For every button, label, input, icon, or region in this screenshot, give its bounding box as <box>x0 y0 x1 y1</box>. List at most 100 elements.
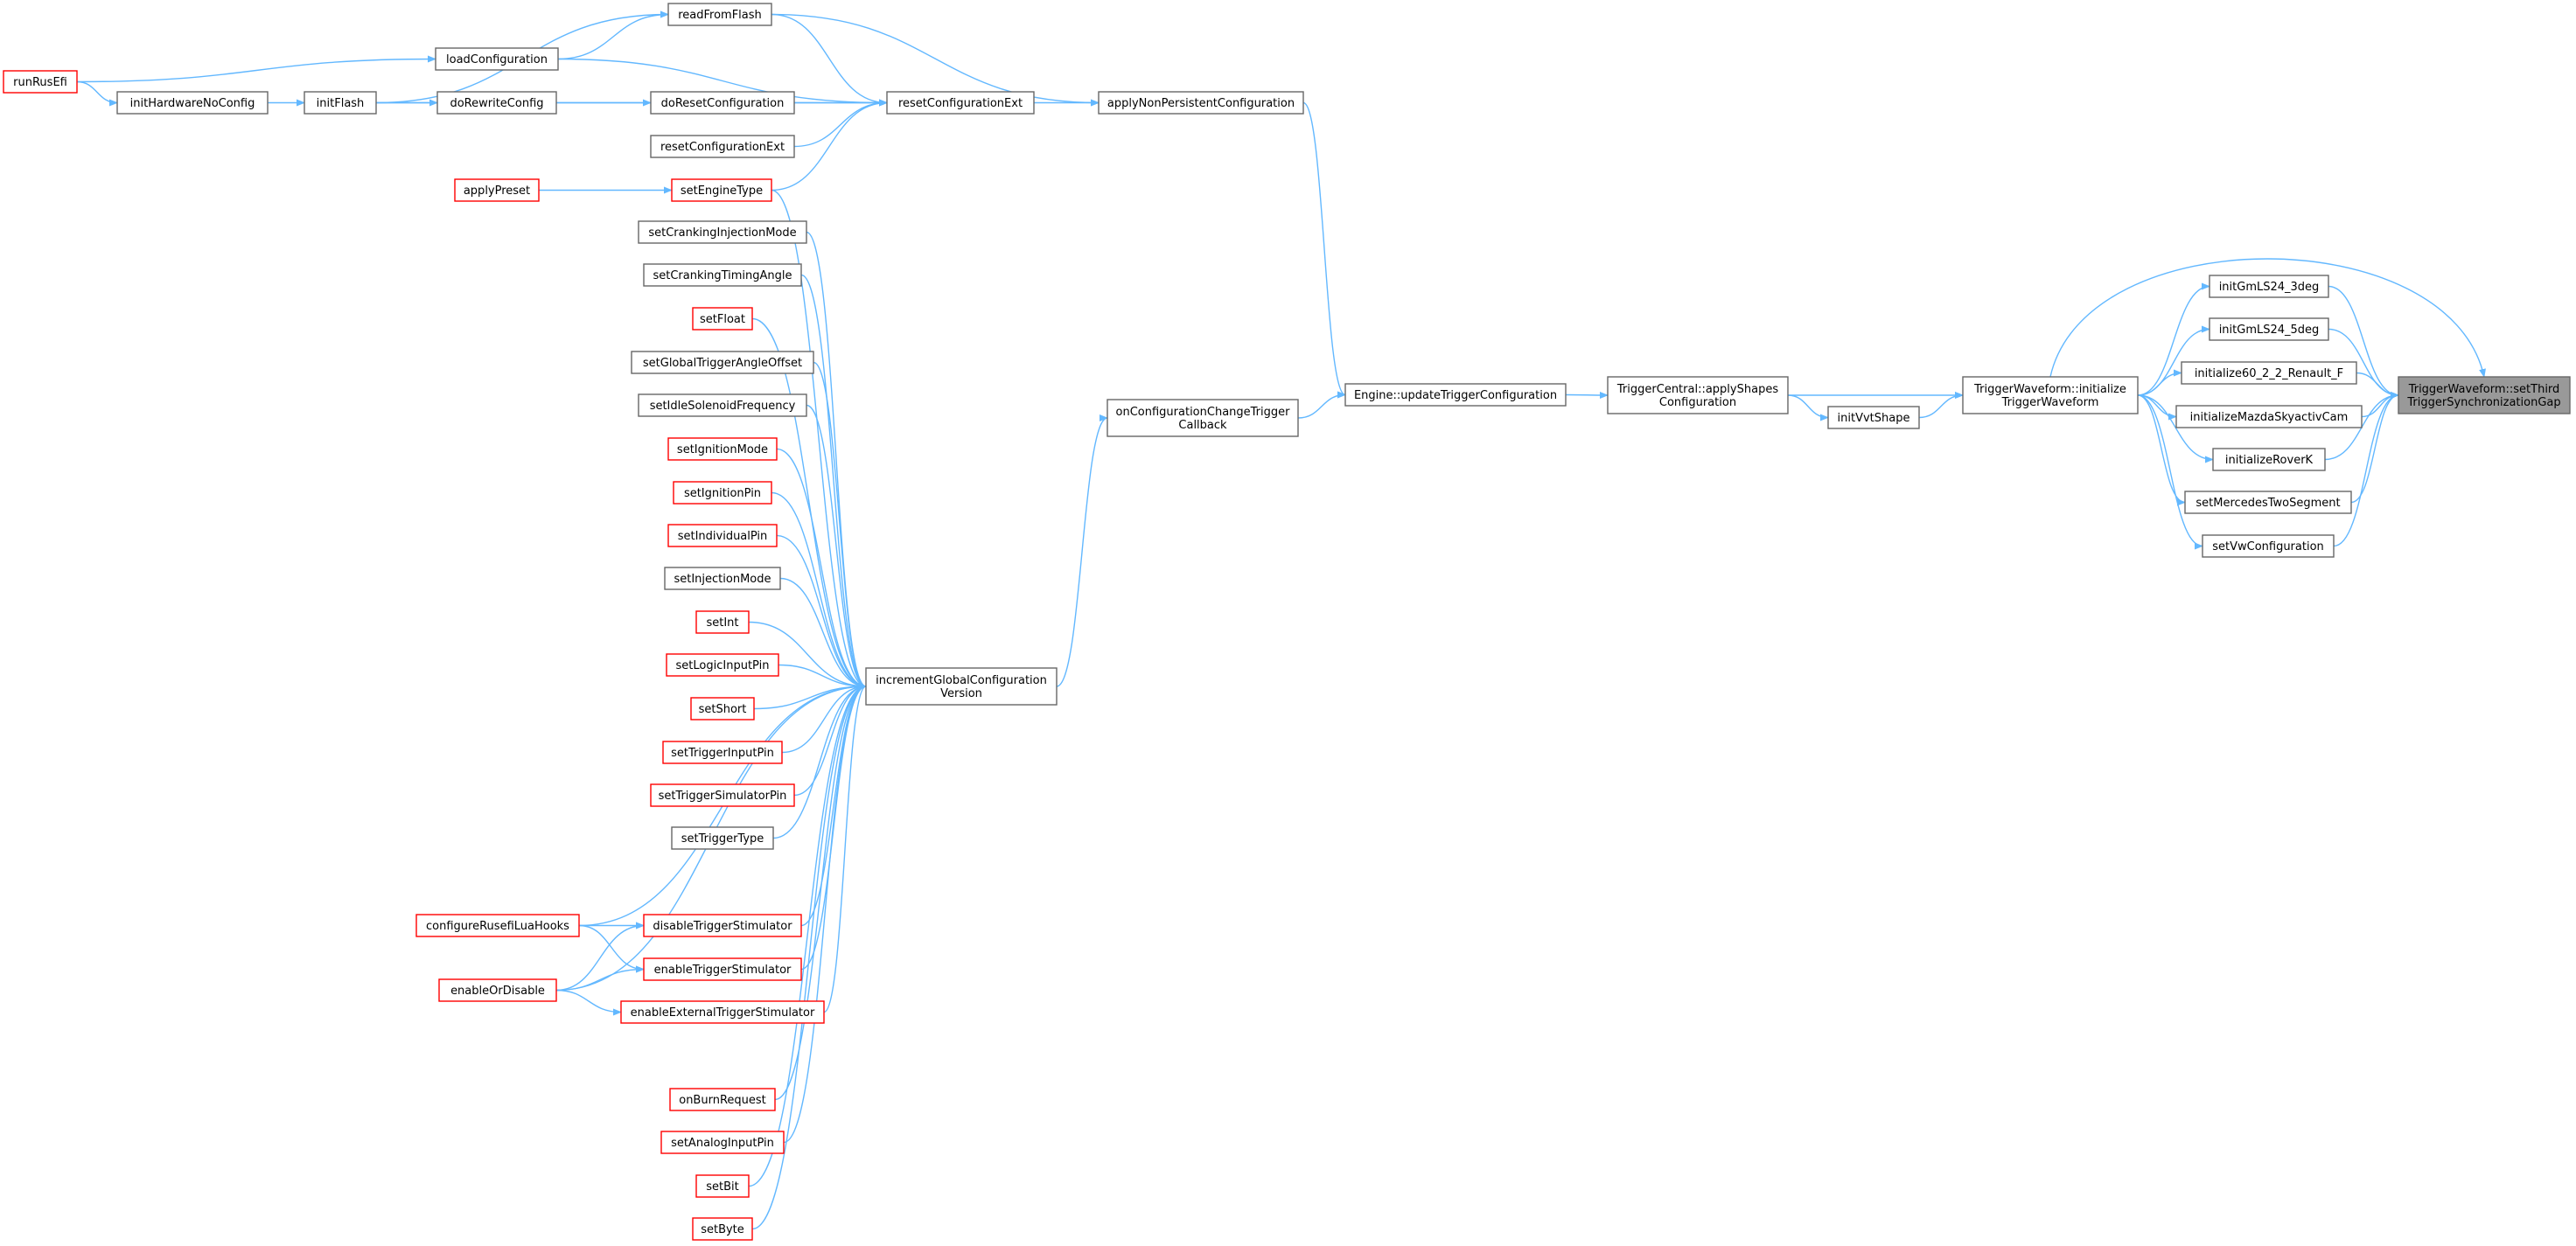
node-box <box>667 437 778 461</box>
node-setInt[interactable]: setInt <box>695 610 750 634</box>
node-setIgnitionPin[interactable]: setIgnitionPin <box>673 481 772 505</box>
node-box <box>660 1131 785 1154</box>
node-initFlash[interactable]: initFlash <box>304 91 377 115</box>
node-label: onConfigurationChangeTrigger <box>1116 406 1291 419</box>
node-box <box>666 653 779 677</box>
node-enableTriggerStimulator[interactable]: enableTriggerStimulator <box>643 957 802 981</box>
node-label: setInt <box>706 616 738 630</box>
node-box <box>2184 491 2352 514</box>
node-setByte[interactable]: setByte <box>692 1217 753 1241</box>
node-setThirdTriggerSynchronizationGap[interactable]: TriggerWaveform::setThirdTriggerSynchron… <box>2398 376 2571 414</box>
edge-setCrankingTimingAngle-to-incrementGlobalConfigurationVersion <box>800 274 867 690</box>
node-enableExternalTriggerStimulator[interactable]: enableExternalTriggerStimulator <box>620 1000 825 1024</box>
node-label: setTriggerSimulatorPin <box>659 790 787 803</box>
node-setIdleSolenoidFrequency[interactable]: setIdleSolenoidFrequency <box>638 393 807 417</box>
edge-enableOrDisable-to-enableExternalTriggerStimulator <box>555 989 622 1016</box>
node-label: setTriggerInputPin <box>671 747 774 760</box>
node-applyPreset[interactable]: applyPreset <box>454 178 540 202</box>
node-label: loadConfiguration <box>446 53 548 66</box>
node-box <box>695 1174 750 1198</box>
node-setBit[interactable]: setBit <box>695 1174 750 1198</box>
node-box <box>638 393 807 417</box>
edge-setTriggerInputPin-to-incrementGlobalConfigurationVersion <box>781 683 867 754</box>
node-resetConfigurationExt_main[interactable]: resetConfigurationExt <box>886 91 1035 115</box>
node-initializeRoverK[interactable]: initializeRoverK <box>2212 448 2326 471</box>
node-initGmLS24_3deg[interactable]: initGmLS24_3deg <box>2209 275 2329 298</box>
node-readFromFlash[interactable]: readFromFlash <box>667 3 772 26</box>
node-setTriggerType[interactable]: setTriggerType <box>671 826 774 850</box>
node-loadConfiguration[interactable]: loadConfiguration <box>435 47 559 71</box>
node-initialize60_2_2_Renault_F[interactable]: initialize60_2_2_Renault_F <box>2181 361 2357 385</box>
node-label: applyPreset <box>464 184 530 198</box>
node-initializeTriggerWaveform[interactable]: TriggerWaveform::initializeTriggerWavefo… <box>1962 376 2139 414</box>
node-setTriggerSimulatorPin[interactable]: setTriggerSimulatorPin <box>650 783 795 807</box>
node-box <box>2398 376 2571 414</box>
node-label: initHardwareNoConfig <box>130 97 255 110</box>
edge-setInt-to-incrementGlobalConfigurationVersion <box>748 621 867 690</box>
edge-setFloat-to-incrementGlobalConfigurationVersion <box>751 317 867 690</box>
node-label: setIgnitionPin <box>684 487 761 500</box>
node-setLogicInputPin[interactable]: setLogicInputPin <box>666 653 779 677</box>
node-setIgnitionMode[interactable]: setIgnitionMode <box>667 437 778 461</box>
node-updateTriggerConfiguration[interactable]: Engine::updateTriggerConfiguration <box>1344 383 1567 407</box>
node-label: setAnalogInputPin <box>671 1137 774 1150</box>
node-enableOrDisable[interactable]: enableOrDisable <box>438 978 557 1002</box>
node-initVvtShape[interactable]: initVvtShape <box>1827 406 1920 429</box>
node-label: setBit <box>706 1180 739 1194</box>
node-label: enableExternalTriggerStimulator <box>631 1006 815 1020</box>
node-label: runRusEfi <box>13 76 67 89</box>
node-label: setFloat <box>700 313 745 326</box>
node-doRewriteConfig[interactable]: doRewriteConfig <box>436 91 557 115</box>
edge-setCrankingInjectionMode-to-incrementGlobalConfigurationVersion <box>806 231 867 690</box>
node-doResetConfiguration[interactable]: doResetConfiguration <box>650 91 795 115</box>
node-onBurnRequest[interactable]: onBurnRequest <box>669 1088 776 1111</box>
node-box <box>438 978 557 1002</box>
node-box <box>1962 376 2139 414</box>
node-applyNonPersistentConfiguration[interactable]: applyNonPersistentConfiguration <box>1098 91 1304 115</box>
node-setInjectionMode[interactable]: setInjectionMode <box>664 567 781 590</box>
edge-applyShapesConfiguration-to-initVvtShape <box>1787 394 1829 421</box>
edge-setIdleSolenoidFrequency-to-incrementGlobalConfigurationVersion <box>806 404 867 690</box>
node-initGmLS24_5deg[interactable]: initGmLS24_5deg <box>2209 317 2329 341</box>
node-label: initVvtShape <box>1838 412 1910 425</box>
node-label: setMercedesTwoSegment <box>2196 497 2340 510</box>
node-configureRusefiLuaHooks[interactable]: configureRusefiLuaHooks <box>415 914 580 937</box>
node-resetConfigurationExt_alt[interactable]: resetConfigurationExt <box>650 135 795 158</box>
node-setAnalogInputPin[interactable]: setAnalogInputPin <box>660 1131 785 1154</box>
node-setTriggerInputPin[interactable]: setTriggerInputPin <box>662 741 783 764</box>
node-setCrankingInjectionMode[interactable]: setCrankingInjectionMode <box>638 220 807 244</box>
node-label: TriggerWaveform::setThird <box>2408 383 2560 396</box>
node-label: setInjectionMode <box>674 573 771 586</box>
edge-initializeTriggerWaveform-to-initialize60_2_2_Renault_F <box>2137 369 2182 396</box>
edge-initializeTriggerWaveform-to-setMercedesTwoSegment <box>2137 394 2186 506</box>
node-label: setGlobalTriggerAngleOffset <box>643 357 802 370</box>
node-setIndividualPin[interactable]: setIndividualPin <box>667 524 778 547</box>
edge-initializeTriggerWaveform-to-initializeRoverK <box>2137 394 2214 463</box>
node-initHardwareNoConfig[interactable]: initHardwareNoConfig <box>116 91 269 115</box>
node-setGlobalTriggerAngleOffset[interactable]: setGlobalTriggerAngleOffset <box>631 351 814 374</box>
node-label: doResetConfiguration <box>661 97 785 110</box>
node-runRusEfi[interactable]: runRusEfi <box>3 70 78 94</box>
node-box <box>671 826 774 850</box>
edge-setVwConfiguration-to-setThirdTriggerSynchronizationGap <box>2333 392 2399 547</box>
edge-incrementGlobalConfigurationVersion-to-onConfigurationChangeTriggerCallback <box>1056 414 1108 687</box>
node-box <box>435 47 559 71</box>
node-initializeMazdaSkyactivCam[interactable]: initializeMazdaSkyactivCam <box>2175 405 2363 428</box>
node-setEngineType[interactable]: setEngineType <box>671 178 772 202</box>
node-box <box>664 567 781 590</box>
edge-setEngineType-to-incrementGlobalConfigurationVersion <box>771 189 867 690</box>
node-setMercedesTwoSegment[interactable]: setMercedesTwoSegment <box>2184 491 2352 514</box>
node-setCrankingTimingAngle[interactable]: setCrankingTimingAngle <box>643 263 802 287</box>
node-disableTriggerStimulator[interactable]: disableTriggerStimulator <box>643 914 802 937</box>
edge-initVvtShape-to-initializeTriggerWaveform <box>1918 392 1964 419</box>
node-setShort[interactable]: setShort <box>690 697 755 720</box>
edge-initialize60_2_2_Renault_F-to-setThirdTriggerSynchronizationGap <box>2356 372 2399 399</box>
node-box <box>1106 399 1299 437</box>
node-setVwConfiguration[interactable]: setVwConfiguration <box>2202 534 2335 558</box>
node-setFloat[interactable]: setFloat <box>692 307 753 331</box>
node-box <box>690 697 755 720</box>
